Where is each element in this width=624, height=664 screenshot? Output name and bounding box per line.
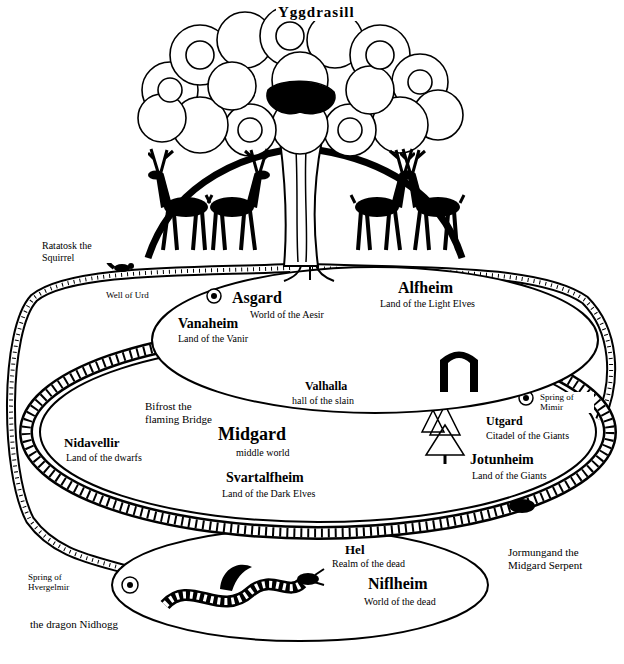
region-name: Hel: [345, 543, 365, 558]
region-caption: Citadel of the Giants: [486, 430, 569, 442]
region-caption: Land of the Light Elves: [380, 298, 475, 310]
region-name: Nidavellir: [64, 436, 120, 451]
callout-label: Well of Urd: [104, 290, 151, 300]
region-caption: hall of the slain: [292, 395, 354, 407]
region-name: Niflheim: [368, 575, 428, 593]
region-caption: World of the Aesir: [250, 309, 324, 321]
callout-label: the dragon Nidhogg: [28, 618, 120, 631]
world-disc: AsgardWorld of the AesirAlfheimLand of t…: [150, 265, 600, 415]
tree-roots: [11, 268, 611, 572]
region-name: Asgard: [232, 289, 282, 307]
tree-canopy: [138, 6, 463, 156]
callout-label: Spring of Hvergelmir: [26, 572, 102, 593]
diagram-title: Yggdrasill: [276, 4, 357, 21]
region-name: Svartalfheim: [226, 470, 304, 486]
callout-label: Ratatosk the Squirrel: [40, 240, 114, 263]
region-caption: Realm of the dead: [332, 558, 405, 570]
region-name: Jotunheim: [470, 452, 534, 468]
region-name: Vanaheim: [178, 316, 238, 332]
region-caption: Bifrost the flaming Bridge: [145, 400, 225, 425]
world-disc: HelRealm of the deadNiflheimWorld of the…: [110, 527, 490, 643]
region-name: Midgard: [218, 424, 286, 445]
region-name: Utgard: [486, 415, 523, 429]
region-name: Valhalla: [305, 380, 347, 394]
region-caption: Land of the dwarfs: [66, 452, 142, 464]
callout-label: Jormungand the Midgard Serpent: [506, 546, 620, 571]
region-caption: Land of the Vanir: [178, 333, 248, 345]
region-caption: World of the dead: [364, 596, 436, 608]
region-caption: middle world: [236, 447, 290, 459]
region-name: Alfheim: [398, 279, 453, 297]
region-caption: Land of the Dark Elves: [222, 488, 315, 500]
deer-figures: [148, 149, 464, 250]
disc-outline: [110, 527, 490, 643]
region-caption: Land of the Giants: [472, 470, 547, 482]
callout-label: Spring of Mimir: [538, 392, 594, 413]
